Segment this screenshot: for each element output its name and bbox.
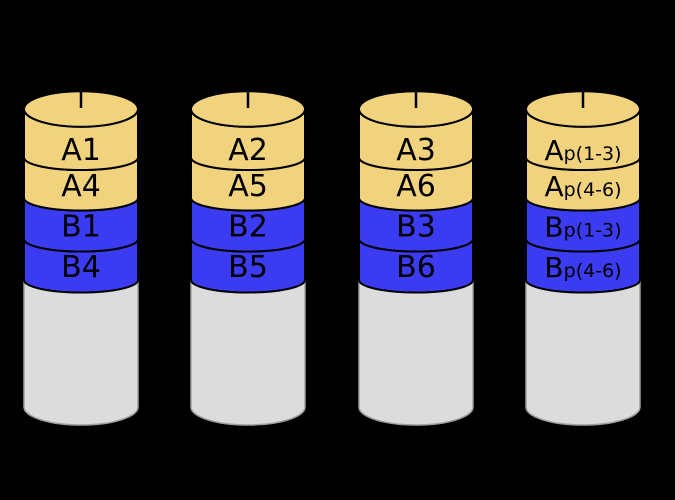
block-label: B6 <box>396 250 436 285</box>
block-label: A6 <box>396 169 436 204</box>
block-label: A5 <box>228 169 268 204</box>
block-label: A3 <box>396 133 436 168</box>
block-label: Ap(1-3) <box>544 134 621 167</box>
disk-cylinder-body <box>358 279 474 426</box>
block-label: Bp(4-6) <box>544 251 621 284</box>
block-label: Ap(4-6) <box>544 170 621 203</box>
disk-1: A2 A5 B2 B5 <box>190 87 306 426</box>
disk-cylinder-body <box>23 279 139 426</box>
block-label: A2 <box>228 133 268 168</box>
block-label: B5 <box>228 250 268 285</box>
block-label: A1 <box>61 133 101 168</box>
disk-0: A1 A4 B1 B4 <box>23 87 139 426</box>
disk-cylinder-body <box>190 279 306 426</box>
block-label: B1 <box>61 210 101 245</box>
block-label: B2 <box>228 210 268 245</box>
disk-3-parity: Ap(1-3) Ap(4-6) Bp(1-3) Bp(4-6) <box>525 87 641 426</box>
block-label: B3 <box>396 210 436 245</box>
block-label: B4 <box>61 250 101 285</box>
block-label: A4 <box>61 169 101 204</box>
disk-cylinder-body <box>525 279 641 426</box>
disk-2: A3 A6 B3 B6 <box>358 87 474 426</box>
block-label: Bp(1-3) <box>544 211 621 244</box>
